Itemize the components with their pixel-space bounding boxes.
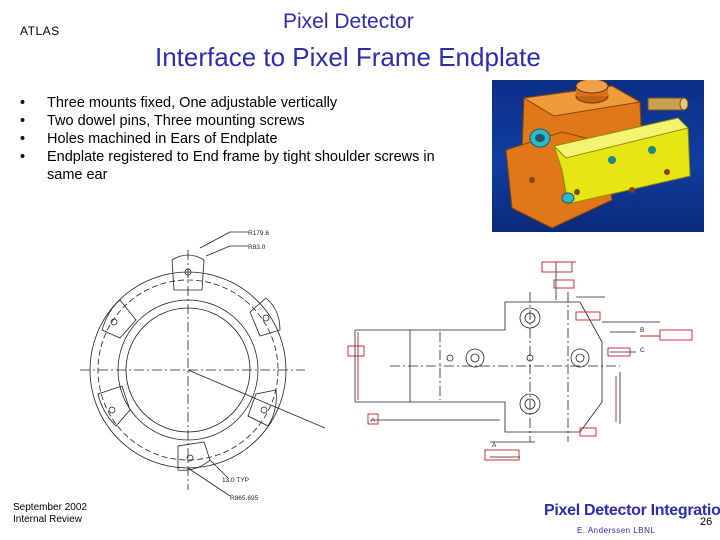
datum-label: A [492,442,497,449]
dimension-label: R179.6 [248,230,269,237]
bullet-text: Holes machined in Ears of Endplate [47,131,278,147]
endplate-drawing: R179.6 R83.0 13.0 TYP R865.695 [80,220,360,505]
bullet-text: Two dowel pins, Three mounting screws [47,113,305,129]
datum-label: C [640,347,645,354]
bullet-marker: • [20,95,26,111]
bullet-item: • Endplate registered to End frame by tig… [20,148,460,184]
bullet-list: • Three mounts fixed, One adjustable vert… [20,94,460,184]
mount-3d-render [492,80,704,232]
footer-date: September 2002 [13,502,87,513]
bullet-text: Endplate registered to End frame by tigh… [47,149,435,183]
footer-author: E. Anderssen LBNL [577,526,656,535]
slide-subtitle: Interface to Pixel Frame Endplate [155,42,541,72]
bullet-text: Three mounts fixed, One adjustable verti… [47,95,338,111]
slide-title: Pixel Detector [283,10,414,33]
bullet-marker: • [20,113,26,129]
datum-label: B [640,327,644,334]
dimension-label: R865.695 [230,495,259,502]
bullet-marker: • [20,131,26,147]
dimension-label: 13.0 TYP [222,477,249,484]
atlas-logo: ATLAS [20,24,60,38]
footer-brand: Pixel Detector Integration [544,502,720,519]
page-number: 26 [700,516,713,528]
bullet-item: • Holes machined in Ears of Endplate [20,130,460,148]
mount-detail-drawing: A A B C [340,252,715,474]
bullet-item: • Three mounts fixed, One adjustable vert… [20,94,460,112]
bullet-item: • Two dowel pins, Three mounting screws [20,112,460,130]
dimension-label: R83.0 [248,244,266,251]
footer-info: September 2002 Internal Review [13,502,87,526]
bullet-marker: • [20,149,26,165]
footer-event: Internal Review [13,514,82,525]
datum-label: A [371,417,376,424]
